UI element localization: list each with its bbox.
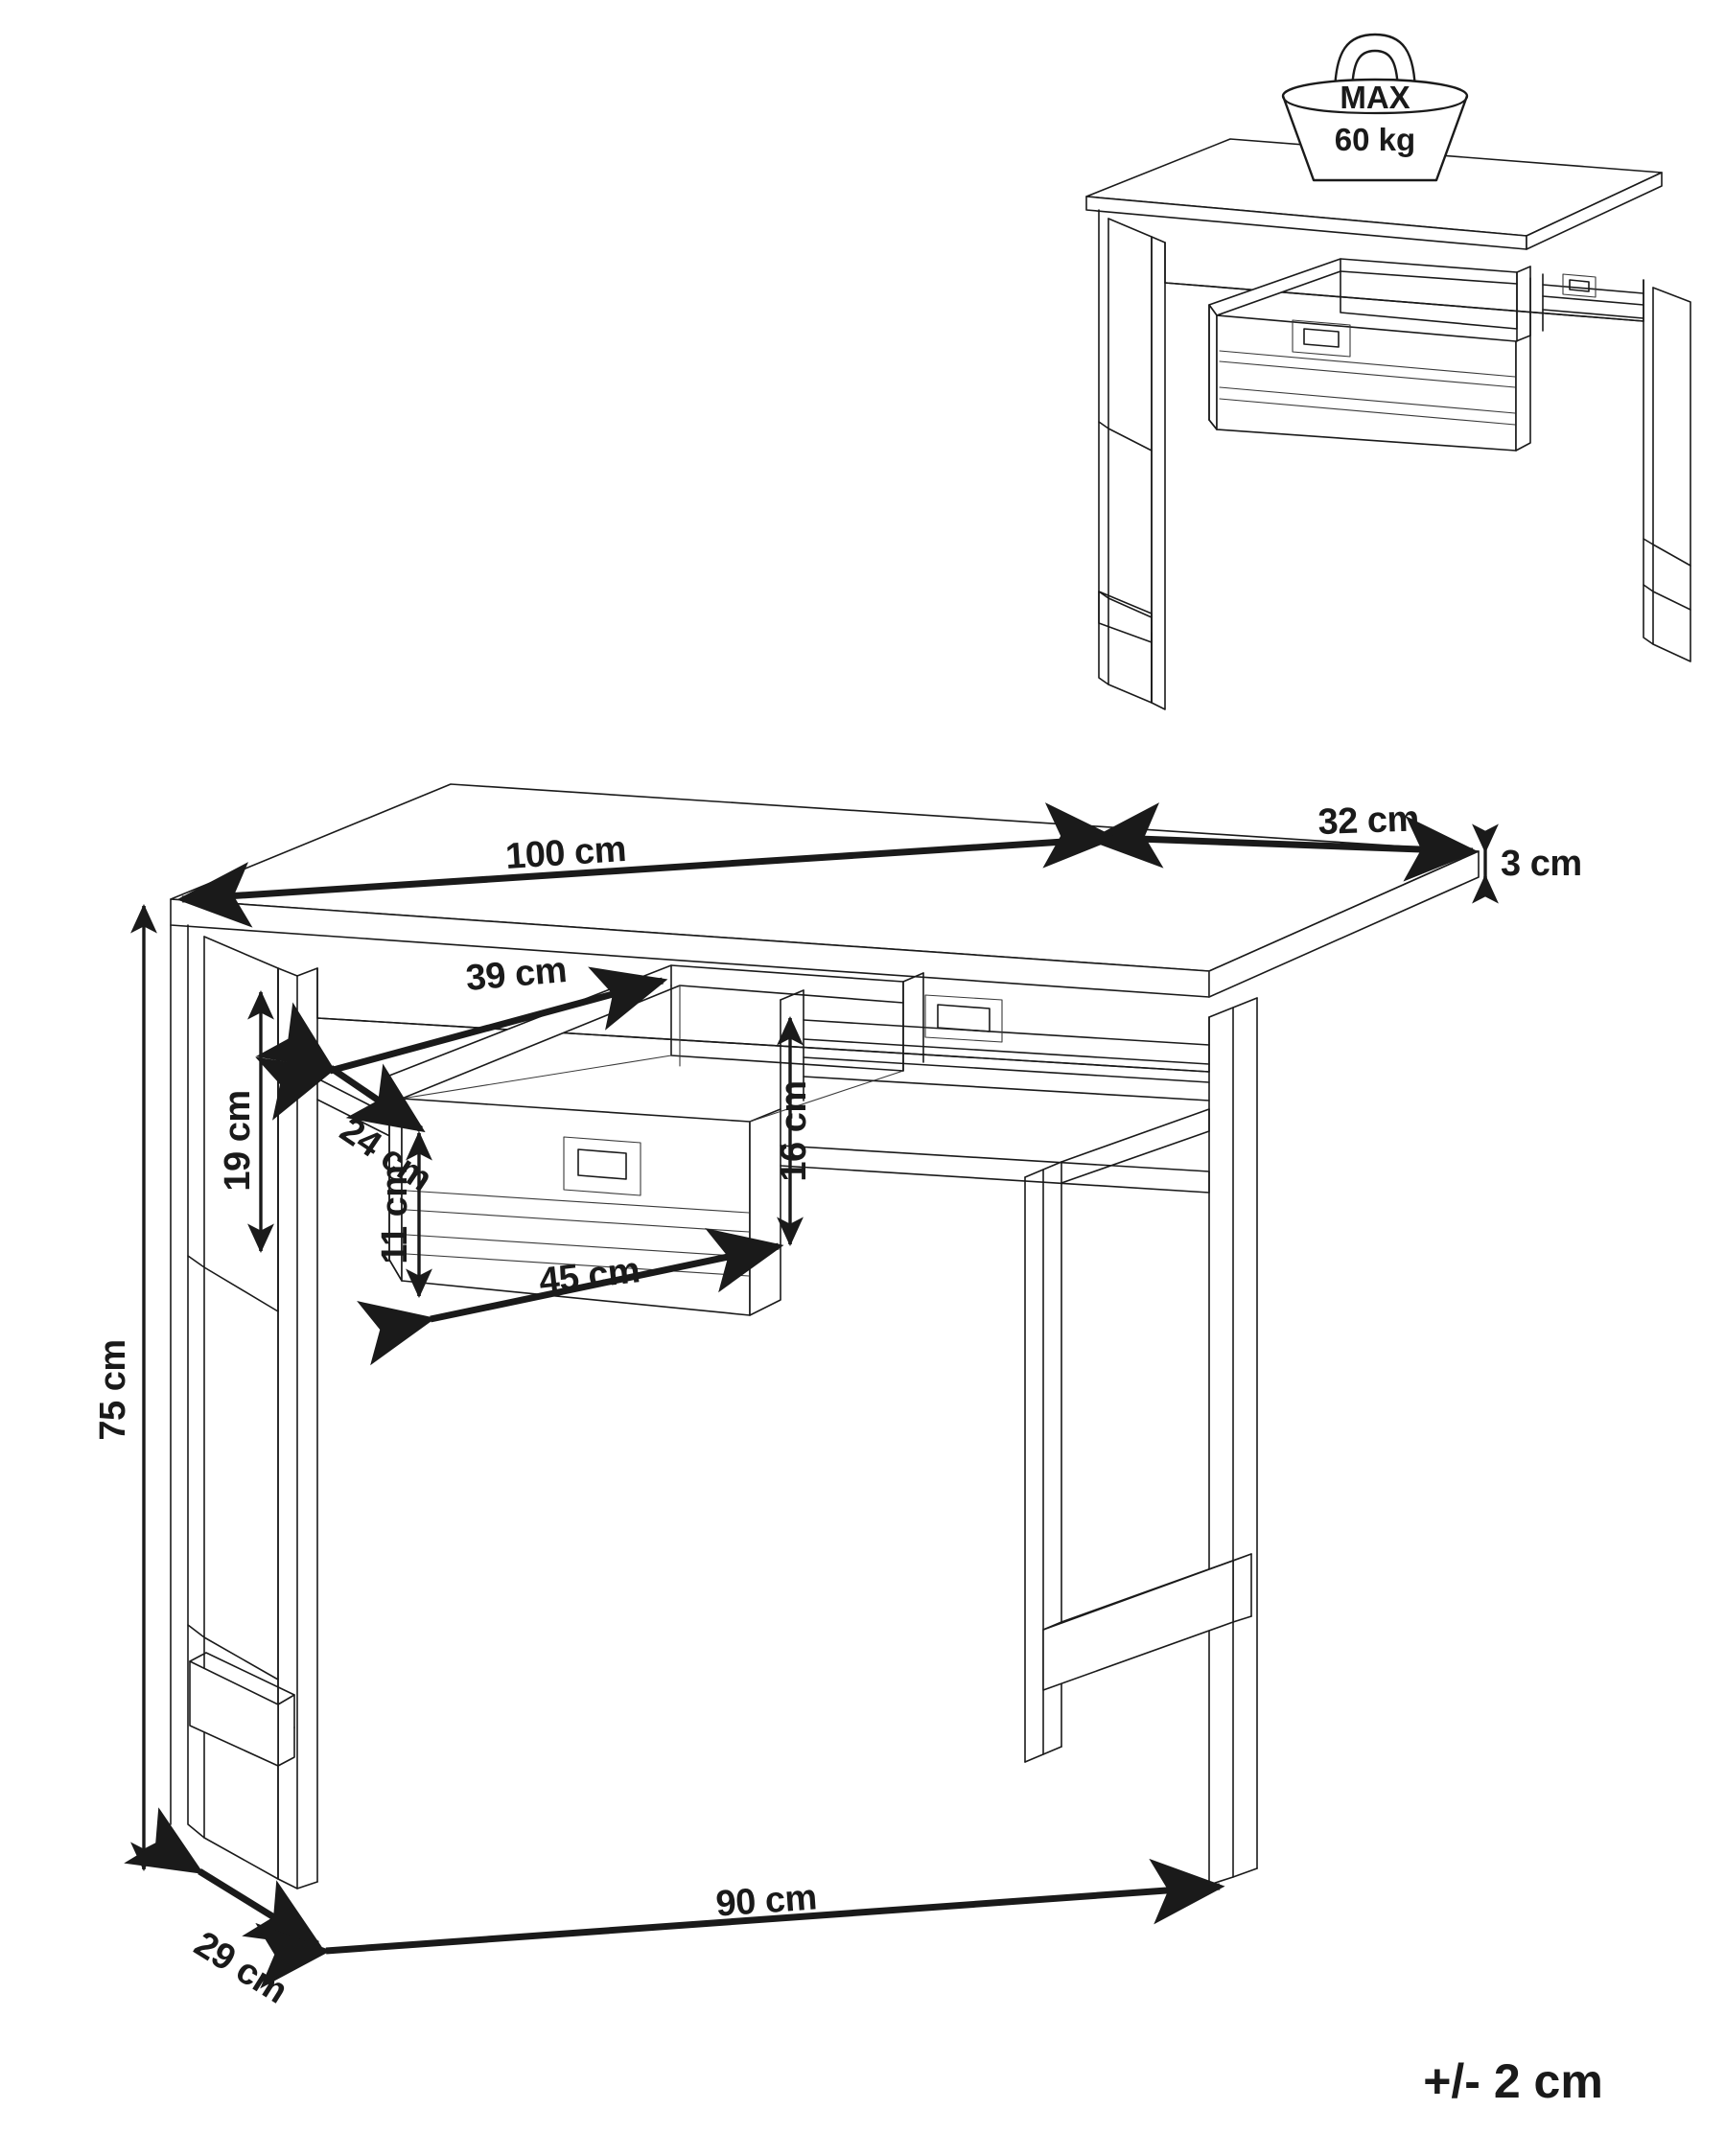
dimension-19cm-label: 19 cm bbox=[218, 1090, 258, 1191]
dimension-16cm: 16 cm bbox=[774, 1015, 814, 1247]
load-badge bbox=[1281, 33, 1469, 182]
right-foot-stretcher bbox=[1042, 1553, 1252, 1691]
load-badge-line2: 60 kg bbox=[1335, 122, 1415, 157]
right-front-leg bbox=[1208, 997, 1258, 1886]
center-divider-post bbox=[902, 972, 924, 1072]
overview-divider bbox=[1516, 266, 1531, 342]
dimension-11cm-label: 11 cm bbox=[375, 1165, 415, 1263]
dimension-3cm: 3 cm bbox=[1472, 823, 1582, 904]
overview-closed-drawer bbox=[1529, 273, 1644, 336]
dimension-75cm-label: 75 cm bbox=[93, 1339, 133, 1440]
load-badge-line1: MAX bbox=[1340, 80, 1410, 115]
overview-right-side bbox=[1643, 279, 1691, 662]
dimension-45cm: 45 cm bbox=[357, 1228, 784, 1366]
dimension-90cm: 90 cm bbox=[255, 1858, 1225, 1989]
closed-drawer bbox=[780, 989, 1210, 1110]
dimension-32cm: 32 cm bbox=[1042, 799, 1479, 882]
right-side-upper-rail bbox=[1061, 1108, 1210, 1184]
overview-table-top bbox=[1085, 138, 1663, 250]
dimension-100cm: 100 cm bbox=[176, 802, 1164, 928]
overview-left-stretcher bbox=[1098, 591, 1153, 643]
dimension-90cm-label: 90 cm bbox=[714, 1877, 818, 1924]
dimension-100cm-label: 100 cm bbox=[504, 829, 627, 877]
overview-left-front-leg bbox=[1151, 236, 1166, 710]
dimension-75cm: 75 cm bbox=[93, 903, 157, 1872]
overview-open-drawer bbox=[1208, 258, 1531, 452]
dimension-3cm-label: 3 cm bbox=[1501, 844, 1582, 884]
dimension-32cm-label: 32 cm bbox=[1317, 799, 1420, 843]
dimension-16cm-label: 16 cm bbox=[774, 1080, 814, 1181]
dimension-19cm: 19 cm bbox=[218, 989, 274, 1254]
tolerance-label: +/- 2 cm bbox=[1423, 2054, 1603, 2108]
left-foot-stretcher bbox=[189, 1652, 295, 1767]
overview-illustration: MAX 60 kg bbox=[1085, 33, 1691, 710]
dimension-39cm-label: 39 cm bbox=[464, 950, 569, 999]
